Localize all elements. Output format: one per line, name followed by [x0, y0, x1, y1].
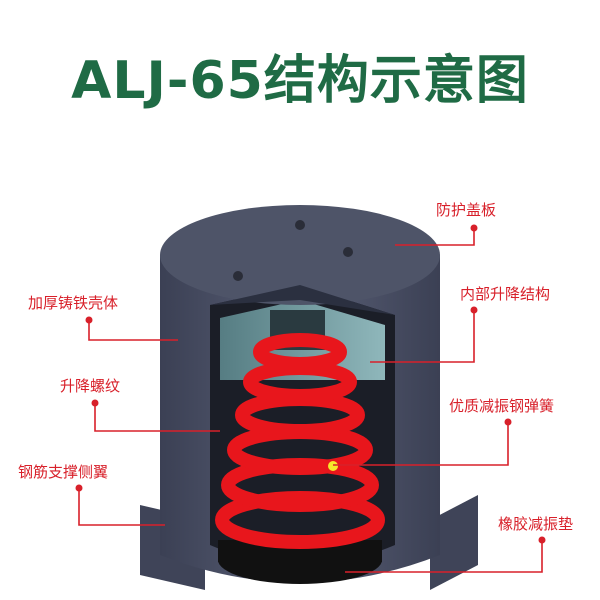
- label-wing: 钢筋支撑侧翼: [18, 461, 108, 482]
- label-pad: 橡胶减振垫: [498, 513, 573, 534]
- cover-hole-left: [233, 271, 243, 281]
- label-spring: 优质减振钢弹簧: [449, 395, 554, 416]
- label-inner: 内部升降结构: [460, 283, 550, 304]
- cover-hole-right: [343, 247, 353, 257]
- label-thread: 升降螺纹: [60, 375, 120, 396]
- label-cover: 防护盖板: [436, 199, 496, 220]
- label-shell: 加厚铸铁壳体: [28, 292, 118, 313]
- spring-marker: [328, 461, 338, 471]
- cover-center-hole: [295, 220, 305, 230]
